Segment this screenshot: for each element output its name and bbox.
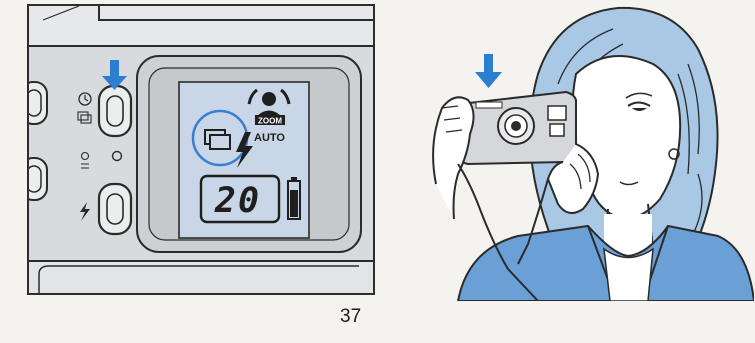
woman-drawing — [398, 4, 754, 301]
mode-button[interactable] — [99, 86, 131, 136]
edge-button-upper — [29, 82, 47, 124]
zoom-label: ZOOM — [258, 117, 282, 126]
camera-body — [458, 92, 576, 164]
camera-top-drawing: ZOOM AUTO 20 — [29, 6, 373, 293]
flash-button[interactable] — [99, 184, 131, 234]
woman-with-camera-illustration — [398, 4, 754, 301]
camera-closeup-illustration: ZOOM AUTO 20 — [27, 4, 375, 295]
edge-button-lower — [29, 158, 47, 200]
lcd-display: ZOOM AUTO 20 — [179, 82, 309, 238]
auto-label: AUTO — [254, 132, 285, 144]
frame-counter: 20 — [214, 181, 261, 221]
page-number: 37 — [340, 306, 361, 328]
